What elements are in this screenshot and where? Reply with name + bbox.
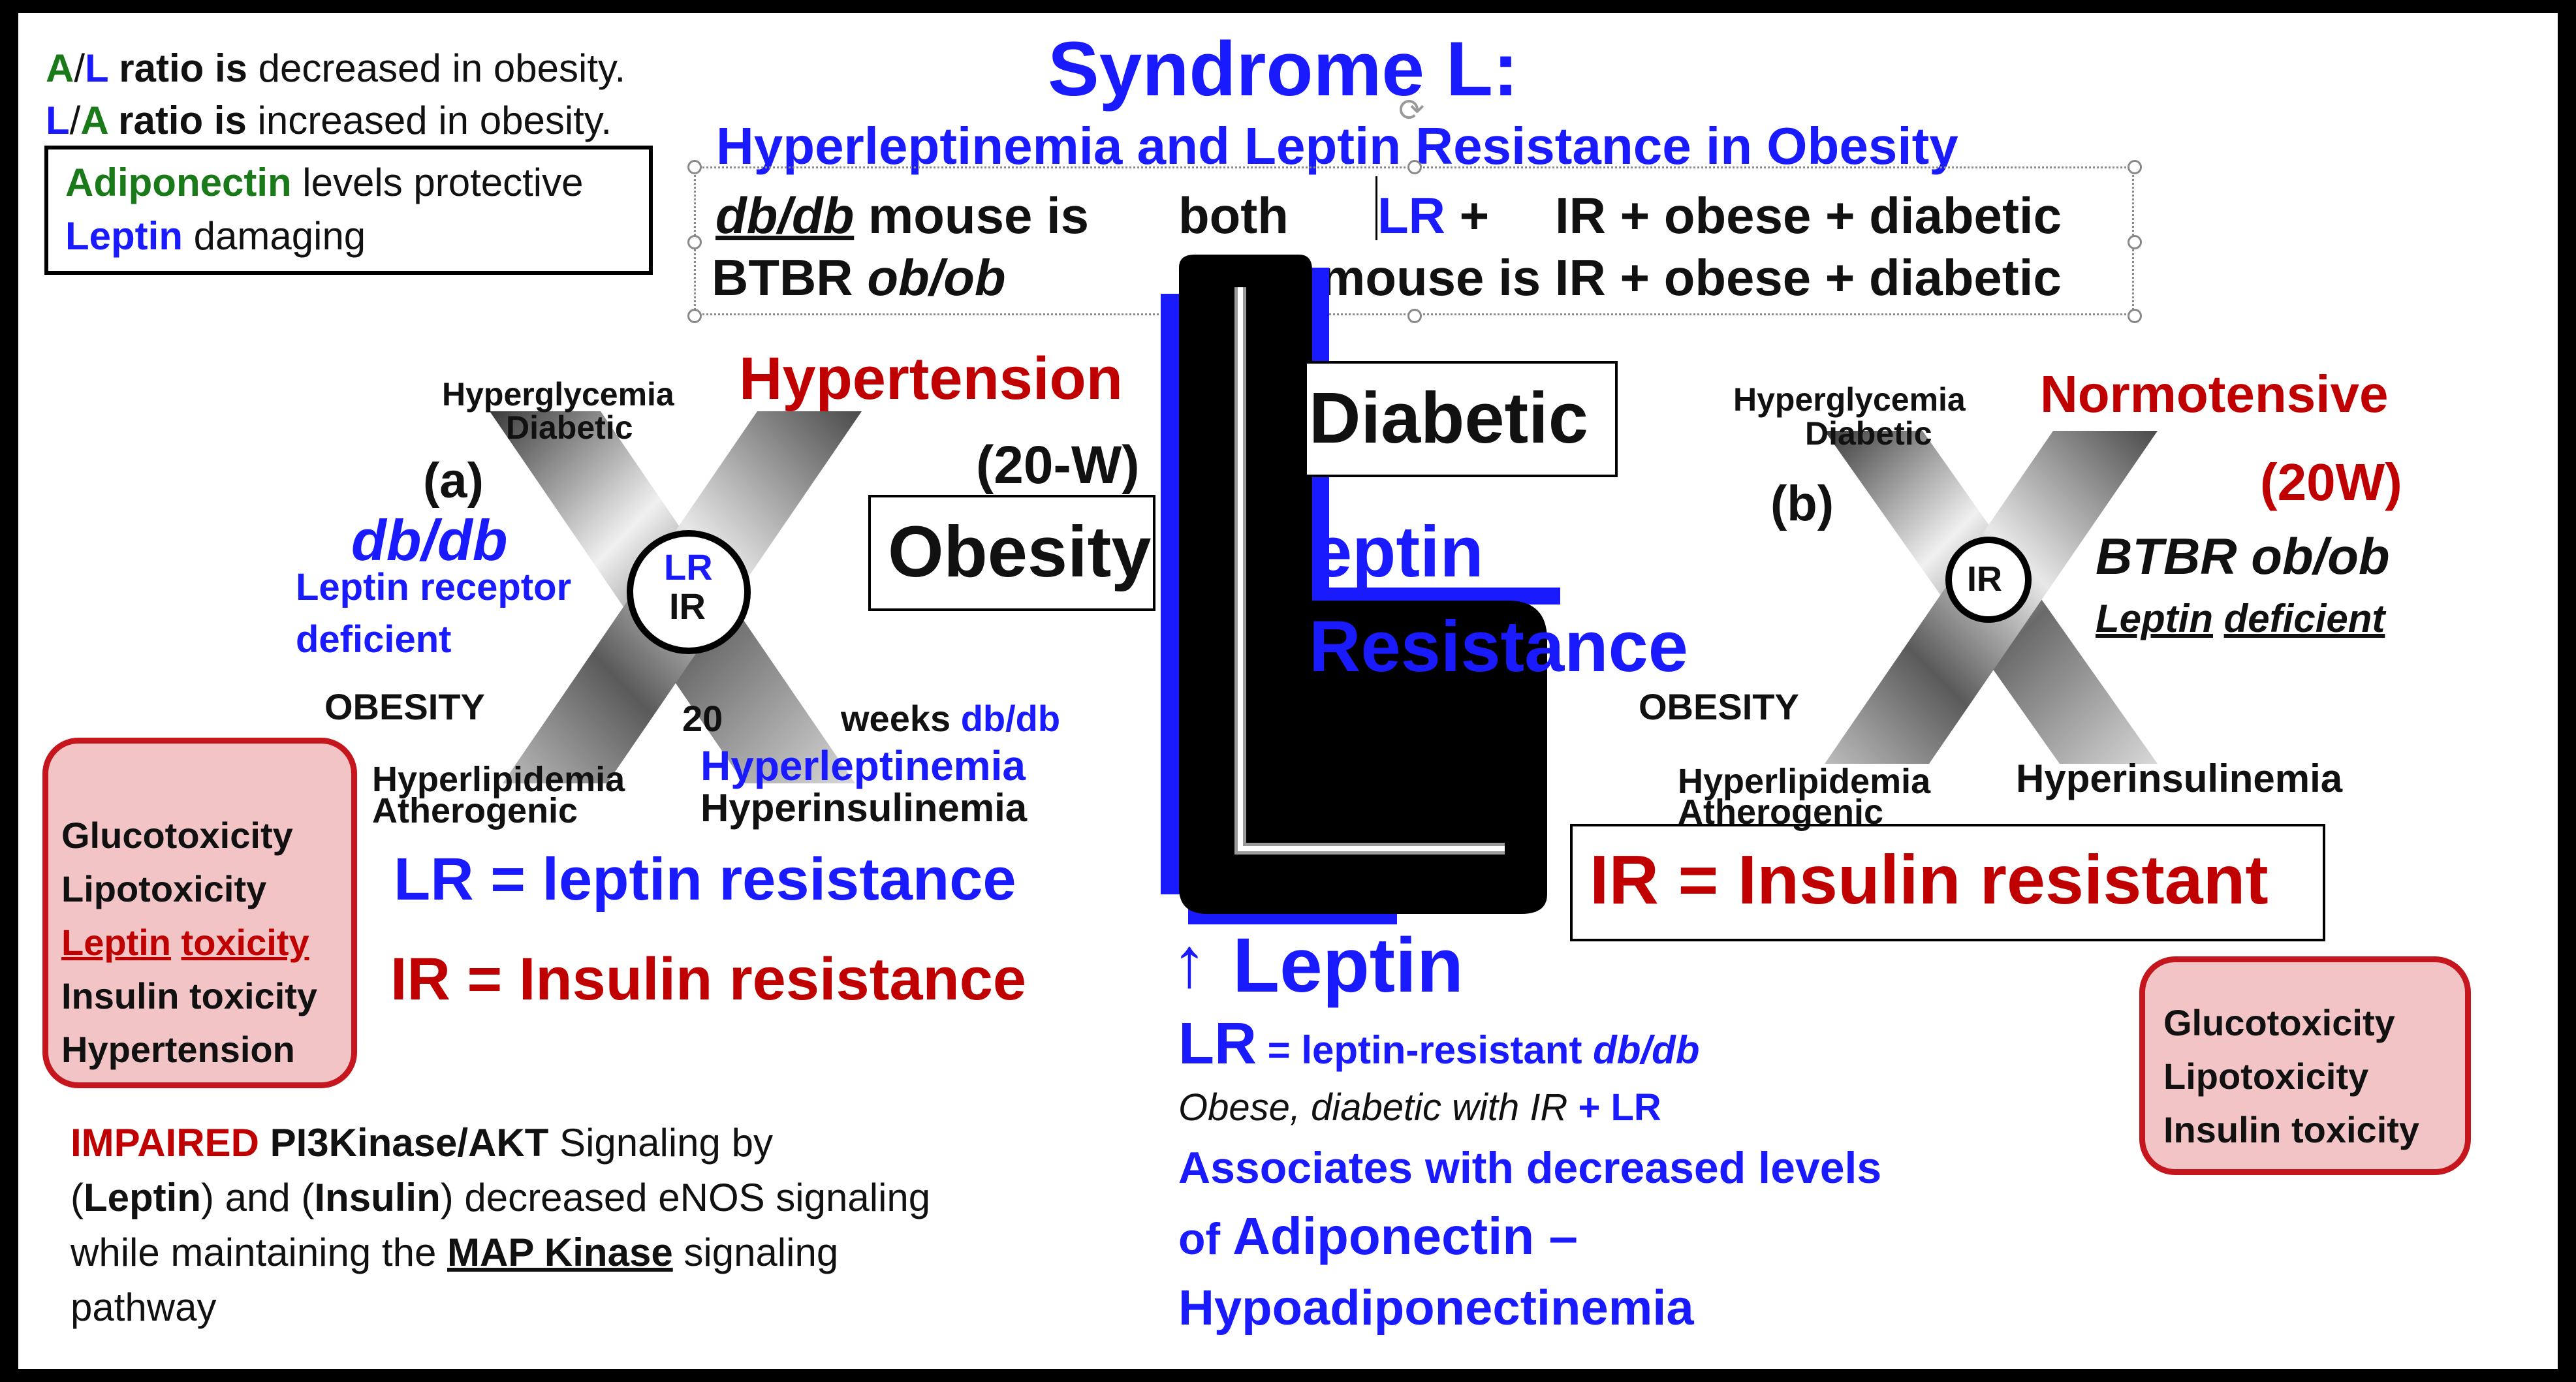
letter-a: A [46,46,74,90]
selection-handle[interactable] [1407,160,1422,174]
selection-handle[interactable] [2128,235,2142,249]
la-ratio-line: L/A ratio is increased in obesity. [46,99,612,142]
normotensive-label: Normotensive [2040,365,2389,423]
selection-handle[interactable] [2128,160,2142,174]
right-toxicity-box: Glucotoxicity Lipotoxicity Insulin toxic… [2139,956,2471,1175]
selection-handle[interactable] [1407,309,1422,323]
letter-l: L [85,46,108,90]
right-ir-circle [1945,537,2032,623]
text-cursor [1375,176,1377,240]
impaired-line-4: pathway [71,1285,217,1329]
leptin-up-arrow: ↑ [1172,922,1207,1001]
ir-resistant-box [1570,824,2325,941]
ir-definition-right: IR = Insulin resistant [1590,841,2269,919]
ir-definition-left: IR = Insulin resistance [390,946,1027,1013]
al-ratio-line: A/L ratio is decreased in obesity. [46,46,626,90]
obesity-box [868,495,1155,611]
page-subtitle: Hyperleptinemia and Leptin Resistance in… [716,117,1958,175]
btbr-mouse-line: BTBR ob/ob [712,249,1006,306]
page-title: Syndrome L: [1048,26,1519,112]
selection-handle[interactable] [687,235,702,249]
big-l-shape [1161,255,1560,924]
impaired-line-1: IMPAIRED PI3Kinase/AKT Signaling by [71,1121,773,1165]
impaired-line-3: while maintaining the MAP Kinase signali… [71,1231,839,1274]
adiponectin-leptin-box: Adiponectin levels protective Leptin dam… [44,146,653,275]
diabetic-box [1304,361,1618,477]
selection-handle[interactable] [687,309,702,323]
impaired-line-2: (Leptin) and (Insulin) decreased eNOS si… [71,1176,931,1219]
rotate-handle-icon[interactable]: ⟳ [1398,93,1425,128]
hypertension-label: Hypertension [739,345,1123,412]
lr-definition: LR = leptin resistance [394,846,1016,913]
left-lr-ir-circle [627,530,751,654]
dbdb-mouse-line: db/db mouse is [715,187,1090,244]
selection-handle[interactable] [2128,309,2142,323]
selection-handle[interactable] [687,160,702,174]
left-toxicity-box: Glucotoxicity Lipotoxicity Leptin toxici… [42,738,357,1088]
